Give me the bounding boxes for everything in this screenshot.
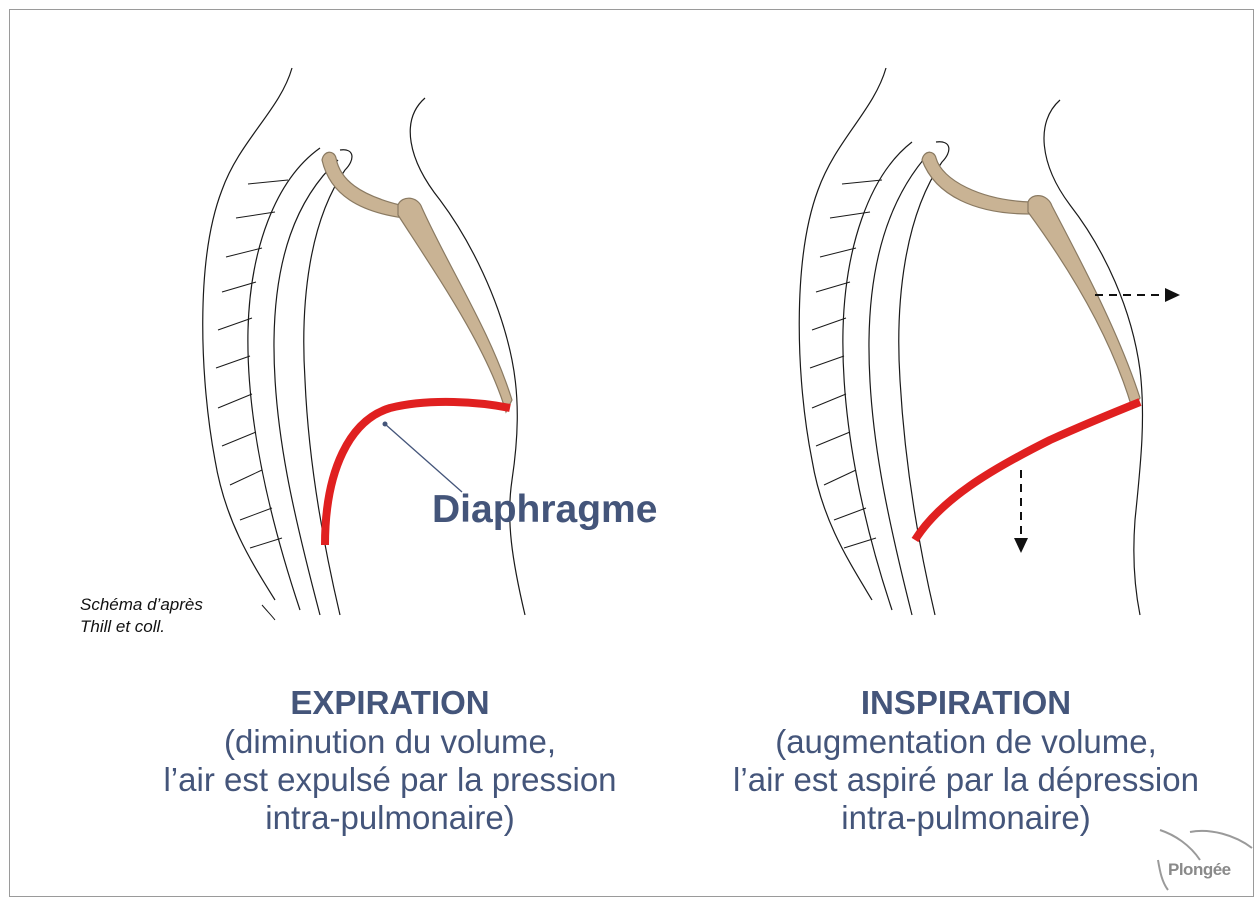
descent-arrow-icon <box>1014 470 1028 553</box>
inspiration-line-1: (augmentation de volume, <box>666 723 1257 761</box>
expiration-rib <box>322 152 512 412</box>
inspiration-diaphragm <box>915 402 1140 540</box>
expiration-title: EXPIRATION <box>90 683 690 723</box>
credit-text: Schéma d’après Thill et coll. <box>80 594 203 638</box>
inspiration-vertebra-lines <box>810 180 882 548</box>
diaphragm-pointer-dot <box>383 422 388 427</box>
credit-line-1: Schéma d’après <box>80 594 203 616</box>
expiration-caption: EXPIRATION (diminution du volume, l’air … <box>90 683 690 837</box>
inspiration-caption: INSPIRATION (augmentation de volume, l’a… <box>666 683 1257 837</box>
expiration-vertebra-lines <box>216 180 288 548</box>
logo-text: Plongée <box>1168 860 1231 880</box>
credit-line-2: Thill et coll. <box>80 616 203 638</box>
diaphragm-pointer-line <box>385 424 462 492</box>
inspiration-line-2: l’air est aspiré par la dépression <box>666 761 1257 799</box>
inspiration-line-3: intra-pulmonaire) <box>666 799 1257 837</box>
expiration-line-1: (diminution du volume, <box>90 723 690 761</box>
expansion-arrow-icon <box>1095 288 1180 302</box>
credit-curve <box>262 605 275 620</box>
inspiration-rib <box>922 152 1140 408</box>
inspiration-title: INSPIRATION <box>666 683 1257 723</box>
expiration-line-2: l’air est expulsé par la pression <box>90 761 690 799</box>
expiration-line-3: intra-pulmonaire) <box>90 799 690 837</box>
inspiration-thorax <box>799 68 1142 615</box>
diaphragm-label: Diaphragme <box>432 488 657 532</box>
